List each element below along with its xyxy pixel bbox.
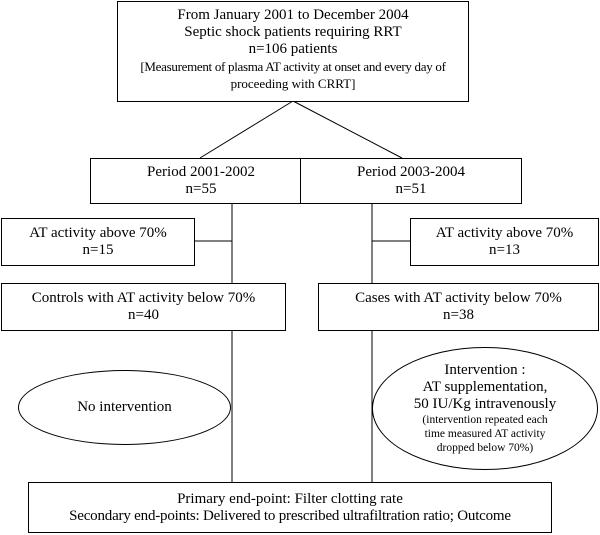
- primary-endpoint: Primary end-point: Filter clotting rate: [177, 491, 403, 507]
- top-box-population: Septic shock patients requiring RRT: [184, 24, 402, 40]
- intervention-note-line3: dropped below 70%): [436, 442, 534, 454]
- period-left-label: Period 2001-2002: [147, 164, 255, 180]
- period-right-box: Period 2003-2004 n=51: [300, 158, 522, 204]
- above-right-box: AT activity above 70% n=13: [410, 218, 599, 266]
- period-left-count: n=55: [185, 181, 217, 197]
- cases-box: Cases with AT activity below 70% n=38: [318, 283, 599, 331]
- above-right-count: n=13: [489, 242, 520, 258]
- secondary-endpoints: Secondary end-points: Delivered to presc…: [69, 508, 511, 524]
- connector-top-to-right-period: [292, 100, 403, 159]
- intervention-note-line2: time measured AT activity: [424, 428, 546, 440]
- no-intervention-label: No intervention: [77, 399, 172, 415]
- no-intervention-ellipse: No intervention: [18, 370, 231, 445]
- top-box-measurement-line2: proceeding with CRRT]: [230, 76, 356, 91]
- top-box: From January 2001 to December 2004 Septi…: [117, 1, 469, 102]
- connector-top-to-left-period: [199, 100, 294, 159]
- intervention-ellipse: Intervention : AT supplementation, 50 IU…: [372, 347, 598, 470]
- above-left-label: AT activity above 70%: [29, 225, 167, 241]
- cases-label: Cases with AT activity below 70%: [355, 290, 562, 306]
- cases-count: n=38: [443, 307, 474, 323]
- controls-box: Controls with AT activity below 70% n=40: [1, 283, 286, 331]
- period-right-label: Period 2003-2004: [357, 164, 465, 180]
- above-left-box: AT activity above 70% n=15: [1, 218, 195, 266]
- top-box-period: From January 2001 to December 2004: [177, 7, 409, 23]
- period-right-count: n=51: [395, 181, 427, 197]
- controls-label: Controls with AT activity below 70%: [31, 290, 256, 306]
- controls-count: n=40: [128, 307, 159, 323]
- intervention-drug: AT supplementation,: [422, 379, 548, 395]
- endpoints-box: Primary end-point: Filter clotting rate …: [28, 482, 552, 533]
- period-left-box: Period 2001-2002 n=55: [90, 158, 312, 204]
- top-box-measurement-line1: [Measurement of plasma AT activity at on…: [140, 59, 446, 74]
- above-right-label: AT activity above 70%: [435, 225, 574, 241]
- intervention-title: Intervention :: [444, 362, 526, 378]
- intervention-note-line1: (intervention repeated each: [422, 414, 548, 426]
- intervention-dose: 50 IU/Kg intravenously: [413, 396, 557, 412]
- above-left-count: n=15: [82, 242, 114, 258]
- top-box-count: n=106 patients: [248, 41, 338, 57]
